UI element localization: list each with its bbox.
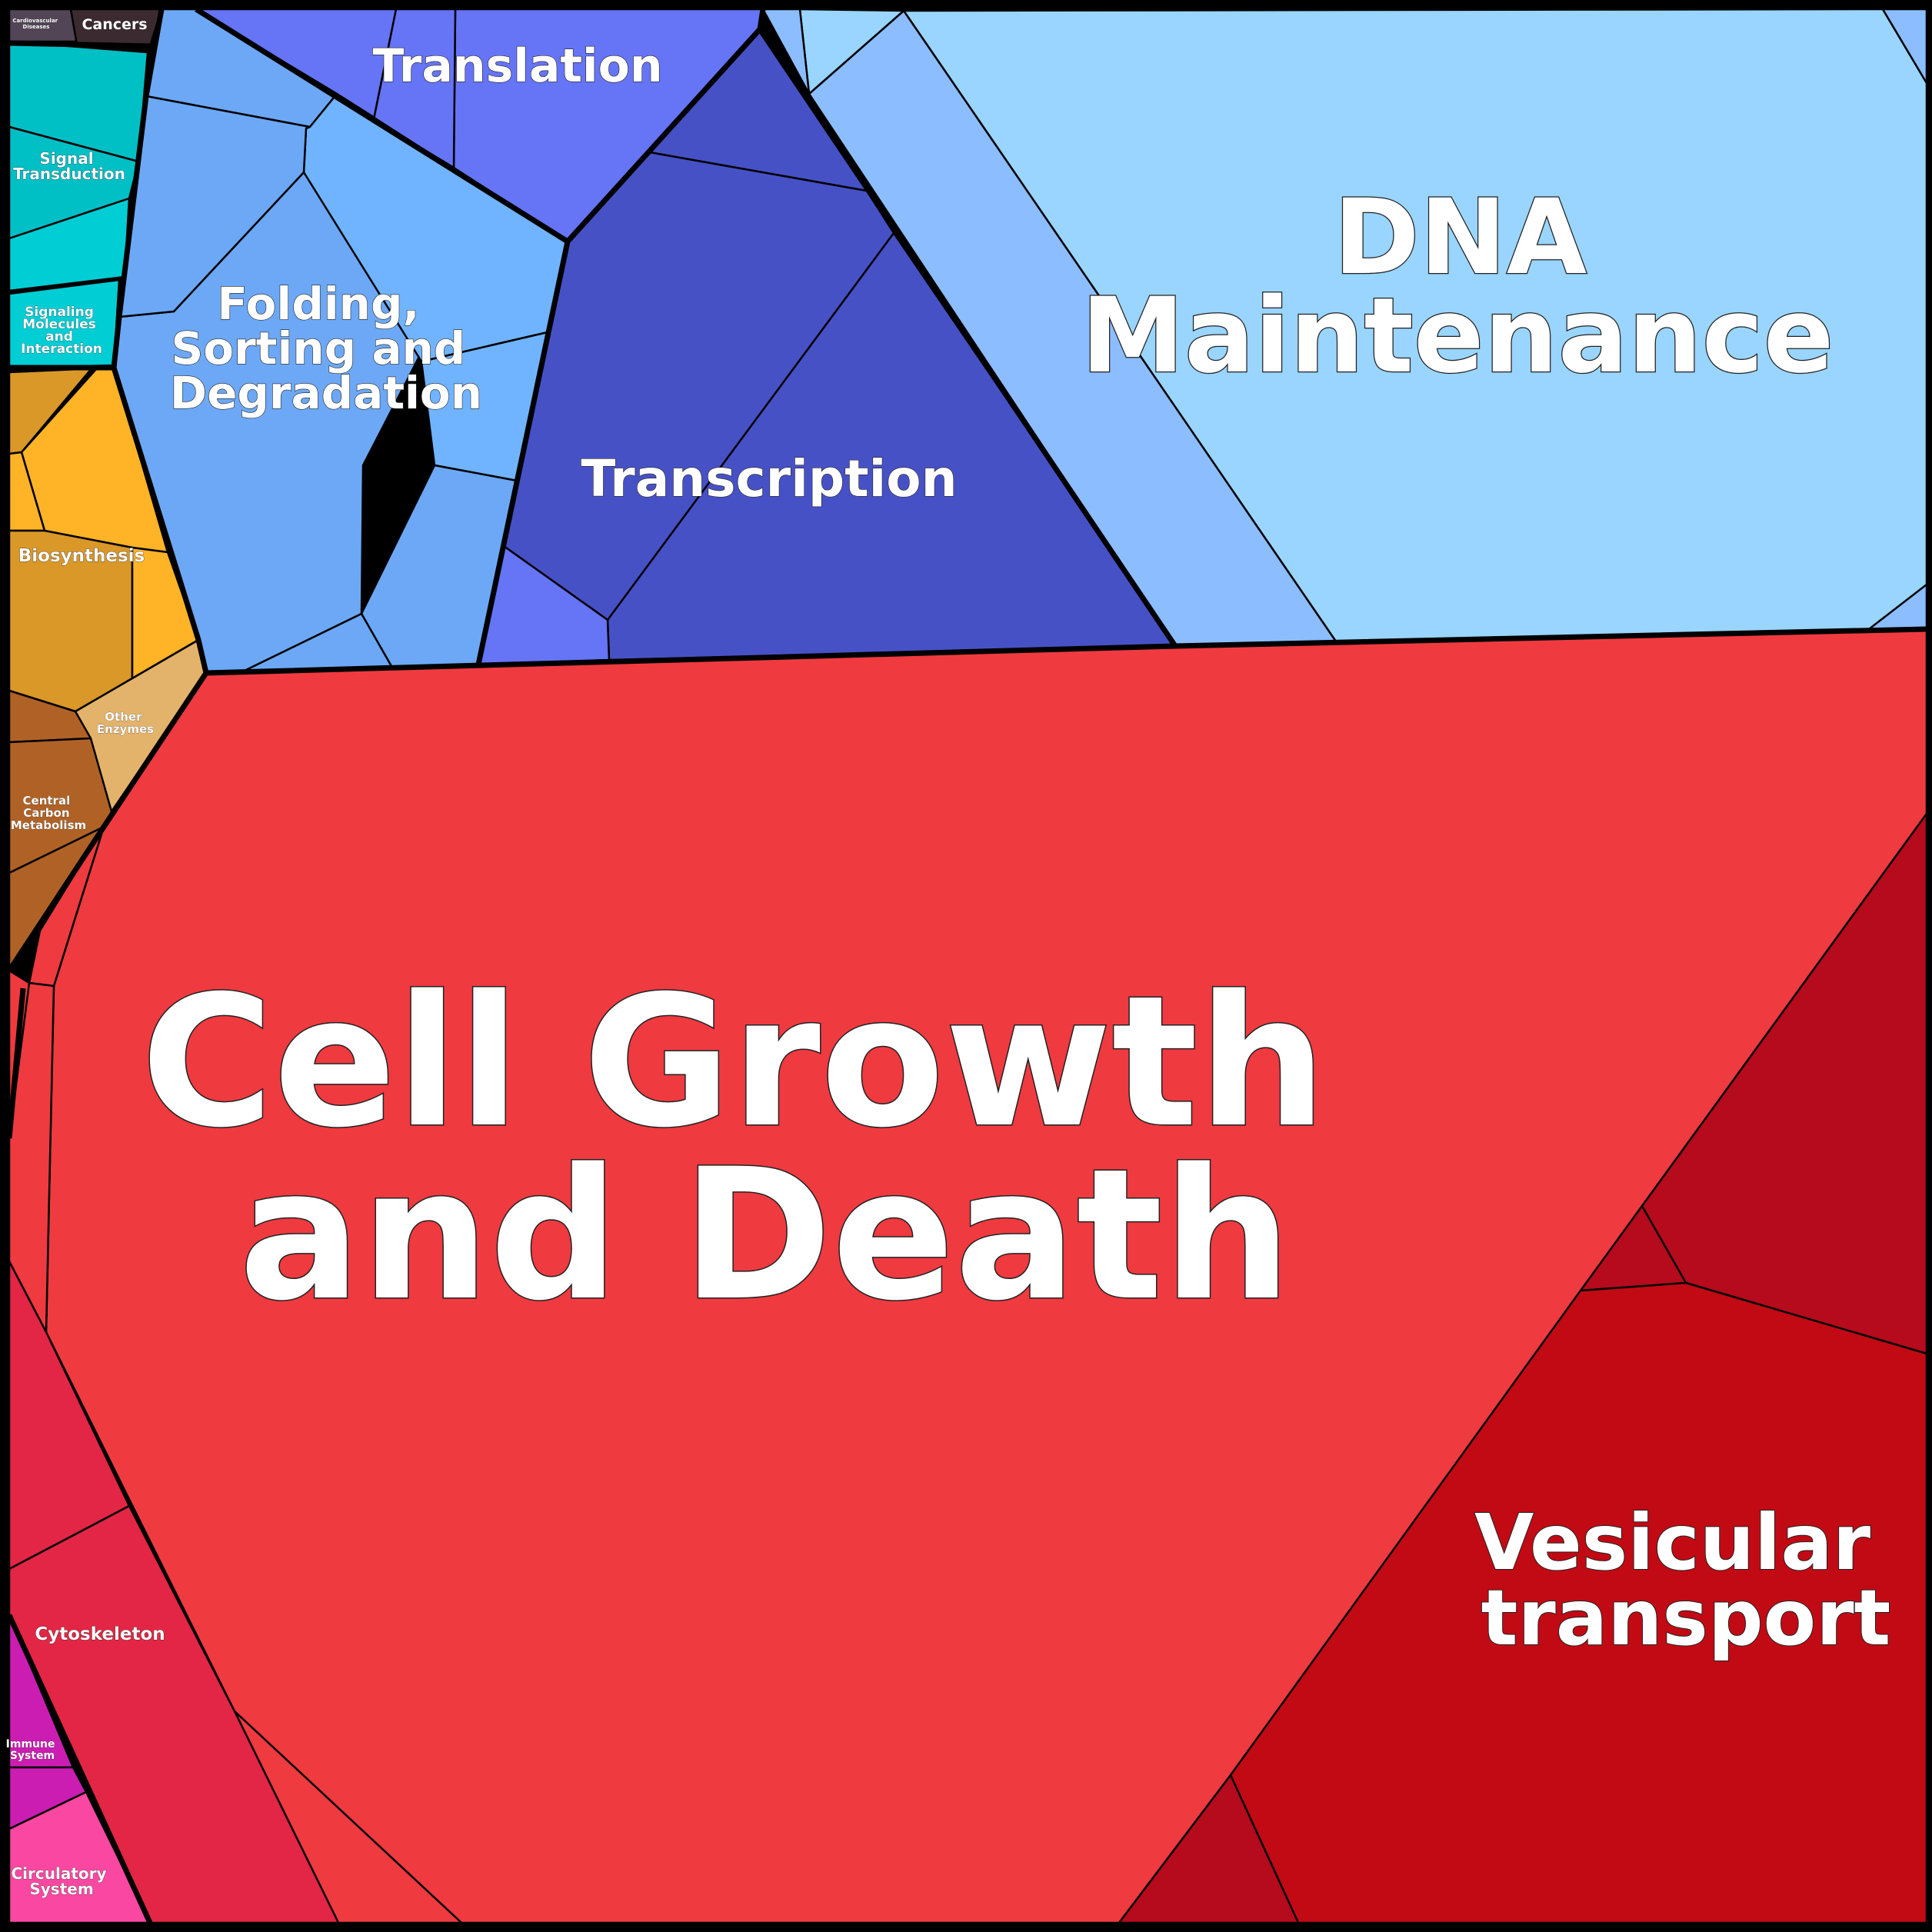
- label-folding-line-3: Degradation: [170, 367, 482, 419]
- label-cancers: Cancers: [82, 16, 147, 33]
- vesicular-transport-bottom-cell: [1118, 1774, 1300, 1924]
- region-folding-sorting-degradation: [114, 8, 569, 675]
- label-central-carbon-line-2: Carbon: [23, 806, 69, 820]
- label-vesicular-line-1: Vesicular: [1474, 1497, 1871, 1587]
- dna-maintenance-top-small-cell: [761, 8, 811, 95]
- label-signaling-line-2: Molecules: [22, 317, 96, 332]
- region-vesicular-transport: [1118, 812, 1928, 1924]
- label-dna-maintenance: DNA Maintenance: [1081, 177, 1834, 396]
- label-folding-line-2: Sorting and: [172, 322, 466, 375]
- label-signaling-molecules: Signaling Molecules and Interaction: [21, 305, 102, 357]
- label-cardiovascular-diseases: Cardiovascular Diseases: [12, 18, 59, 30]
- label-central-carbon-line-1: Central: [23, 794, 71, 808]
- group-borders: [6, 7, 1927, 1924]
- region-diseases: [8, 8, 163, 48]
- label-translation: Translation: [372, 39, 662, 93]
- label-other-enzymes: Other Enzymes: [97, 710, 154, 736]
- label-signal-line-1: Signal: [39, 149, 93, 168]
- label-cell-growth-line-2: and Death: [239, 1131, 1292, 1341]
- label-cardiovascular-line-1: Cardiovascular: [12, 18, 58, 24]
- label-cell-growth-line-1: Cell Growth: [141, 958, 1327, 1168]
- label-vesicular-line-2: transport: [1481, 1573, 1891, 1663]
- label-biosynthesis: Biosynthesis: [18, 546, 145, 566]
- label-cell-growth-and-death: Cell Growth and Death: [141, 958, 1390, 1341]
- region-cell-growth-and-death: [8, 628, 1928, 1924]
- label-vesicular-transport: Vesicular transport: [1474, 1497, 1897, 1663]
- label-cardiovascular-line-2: Diseases: [23, 24, 50, 30]
- labels: Cell Growth and Death Vesicular transpor…: [5, 16, 1897, 1899]
- label-immune-system: Immune System: [6, 1738, 59, 1762]
- label-central-carbon-line-3: Metabolism: [11, 818, 86, 832]
- label-folding-line-1: Folding,: [217, 278, 419, 330]
- label-signaling-line-1: Signaling: [25, 305, 94, 320]
- label-other-enzymes-line-1: Other: [105, 710, 142, 724]
- label-signal-line-2: Transduction: [13, 165, 125, 183]
- label-folding-sorting-degradation: Folding, Sorting and Degradation: [170, 278, 482, 419]
- label-central-carbon-metabolism: Central Carbon Metabolism: [11, 794, 86, 832]
- region-transcription: [477, 28, 1177, 666]
- label-circulatory-system: Circulatory System: [11, 1864, 112, 1898]
- label-other-enzymes-line-2: Enzymes: [97, 722, 154, 736]
- label-immune-line-1: Immune: [6, 1738, 55, 1750]
- label-signaling-line-4: Interaction: [21, 341, 102, 357]
- label-dna-line-2: Maintenance: [1081, 275, 1834, 396]
- label-signaling-line-3: and: [45, 329, 73, 345]
- label-transcription: Transcription: [581, 449, 957, 508]
- label-cytoskeleton: Cytoskeleton: [35, 1624, 165, 1644]
- label-dna-line-1: DNA: [1334, 177, 1587, 298]
- label-circulatory-line-2: System: [29, 1880, 93, 1898]
- label-immune-line-2: System: [10, 1750, 55, 1762]
- label-signal-transduction: Signal Transduction: [13, 149, 125, 183]
- label-circulatory-line-1: Circulatory: [11, 1864, 106, 1883]
